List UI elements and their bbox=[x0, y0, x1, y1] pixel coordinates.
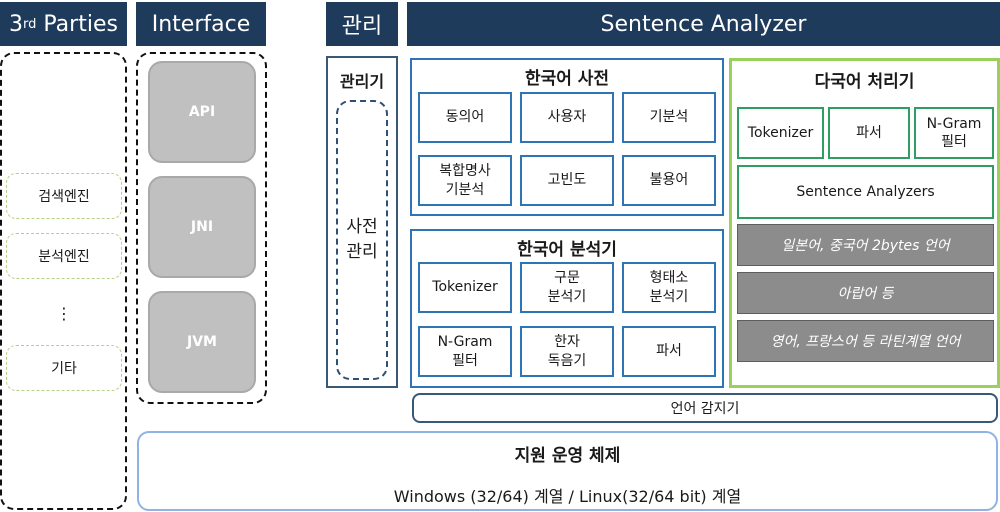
multilingual-ngram-filter: N-Gram 필터 bbox=[914, 107, 994, 159]
third-party-analysis-engine-label: 분석엔진 bbox=[38, 249, 90, 265]
multilingual-parser: 파서 bbox=[828, 107, 910, 159]
multilingual-tokenizer: Tokenizer bbox=[737, 107, 824, 159]
dict-compound-noun: 복합명사 기분석 bbox=[418, 155, 512, 206]
supported-os-title: 지원 운영 체제 bbox=[514, 446, 621, 466]
language-detector-label: 언어 감지기 bbox=[670, 401, 740, 417]
korean-dictionary-title: 한국어 사전 bbox=[524, 69, 610, 89]
third-parties-container bbox=[0, 52, 127, 510]
third-party-search-engine: 검색엔진 bbox=[6, 173, 122, 219]
dict-user: 사용자 bbox=[520, 92, 614, 143]
analyzer-parser: 파서 bbox=[622, 326, 716, 377]
header-sentence-analyzer: Sentence Analyzer bbox=[407, 2, 1000, 46]
supported-os-box: 지원 운영 체제 Windows (32/64) 계열 / Linux(32/6… bbox=[137, 431, 998, 511]
korean-analyzer-title: 한국어 분석기 bbox=[517, 240, 617, 260]
dict-synonym: 동의어 bbox=[418, 92, 512, 143]
multilingual-sentence-analyzers: Sentence Analyzers bbox=[737, 165, 994, 219]
analyzer-morpheme: 형태소 분석기 bbox=[622, 262, 716, 313]
language-group-latin: 영어, 프랑스어 등 라틴계열 언어 bbox=[737, 320, 994, 362]
dict-stopword: 불용어 bbox=[622, 155, 716, 206]
korean-analyzer-panel: 한국어 분석기 bbox=[410, 229, 724, 388]
analyzer-tokenizer: Tokenizer bbox=[418, 262, 512, 313]
dictionary-management-label: 사전 관리 bbox=[346, 217, 378, 262]
header-management: 관리 bbox=[326, 2, 398, 46]
third-party-other: 기타 bbox=[6, 345, 122, 391]
analyzer-ngram-filter: N-Gram 필터 bbox=[418, 326, 512, 377]
header-third-parties-text: Parties bbox=[36, 11, 118, 37]
third-party-other-label: 기타 bbox=[51, 361, 77, 377]
third-party-ellipsis: ⋮ bbox=[56, 304, 72, 323]
management-title: 관리기 bbox=[339, 72, 385, 91]
supported-os-text: Windows (32/64) 계열 / Linux(32/64 bit) 계열 bbox=[393, 487, 742, 506]
korean-dictionary-panel: 한국어 사전 bbox=[410, 58, 724, 216]
header-third-parties-number: 3 bbox=[9, 11, 24, 37]
third-party-analysis-engine: 분석엔진 bbox=[6, 233, 122, 279]
header-sentence-analyzer-label: Sentence Analyzer bbox=[600, 11, 807, 37]
language-group-cjk: 일본어, 중국어 2bytes 언어 bbox=[737, 224, 994, 266]
analyzer-syntax: 구문 분석기 bbox=[520, 262, 614, 313]
dict-preanalyzed: 기분석 bbox=[622, 92, 716, 143]
interface-jvm: JVM bbox=[148, 291, 256, 393]
interface-container bbox=[136, 52, 267, 404]
interface-api: API bbox=[148, 61, 256, 163]
header-interface: Interface bbox=[136, 2, 266, 46]
interface-api-label: API bbox=[188, 104, 216, 120]
interface-jvm-label: JVM bbox=[187, 334, 217, 350]
interface-jni: JNI bbox=[148, 176, 256, 278]
dictionary-management: 사전 관리 bbox=[336, 100, 388, 380]
interface-jni-label: JNI bbox=[190, 219, 214, 235]
dict-high-frequency: 고빈도 bbox=[520, 155, 614, 206]
analyzer-hanja-reader: 한자 독음기 bbox=[520, 326, 614, 377]
management-box: 관리기 사전 관리 bbox=[326, 56, 398, 388]
multilingual-panel: 다국어 처리기 bbox=[729, 58, 1000, 388]
language-detector: 언어 감지기 bbox=[412, 393, 998, 423]
header-third-parties-sup: rd bbox=[23, 16, 37, 32]
multilingual-title: 다국어 처리기 bbox=[814, 72, 915, 92]
header-interface-label: Interface bbox=[151, 11, 251, 37]
header-management-label: 관리 bbox=[341, 14, 383, 39]
language-group-arabic: 아랍어 등 bbox=[737, 272, 994, 314]
third-party-search-engine-label: 검색엔진 bbox=[38, 189, 90, 205]
